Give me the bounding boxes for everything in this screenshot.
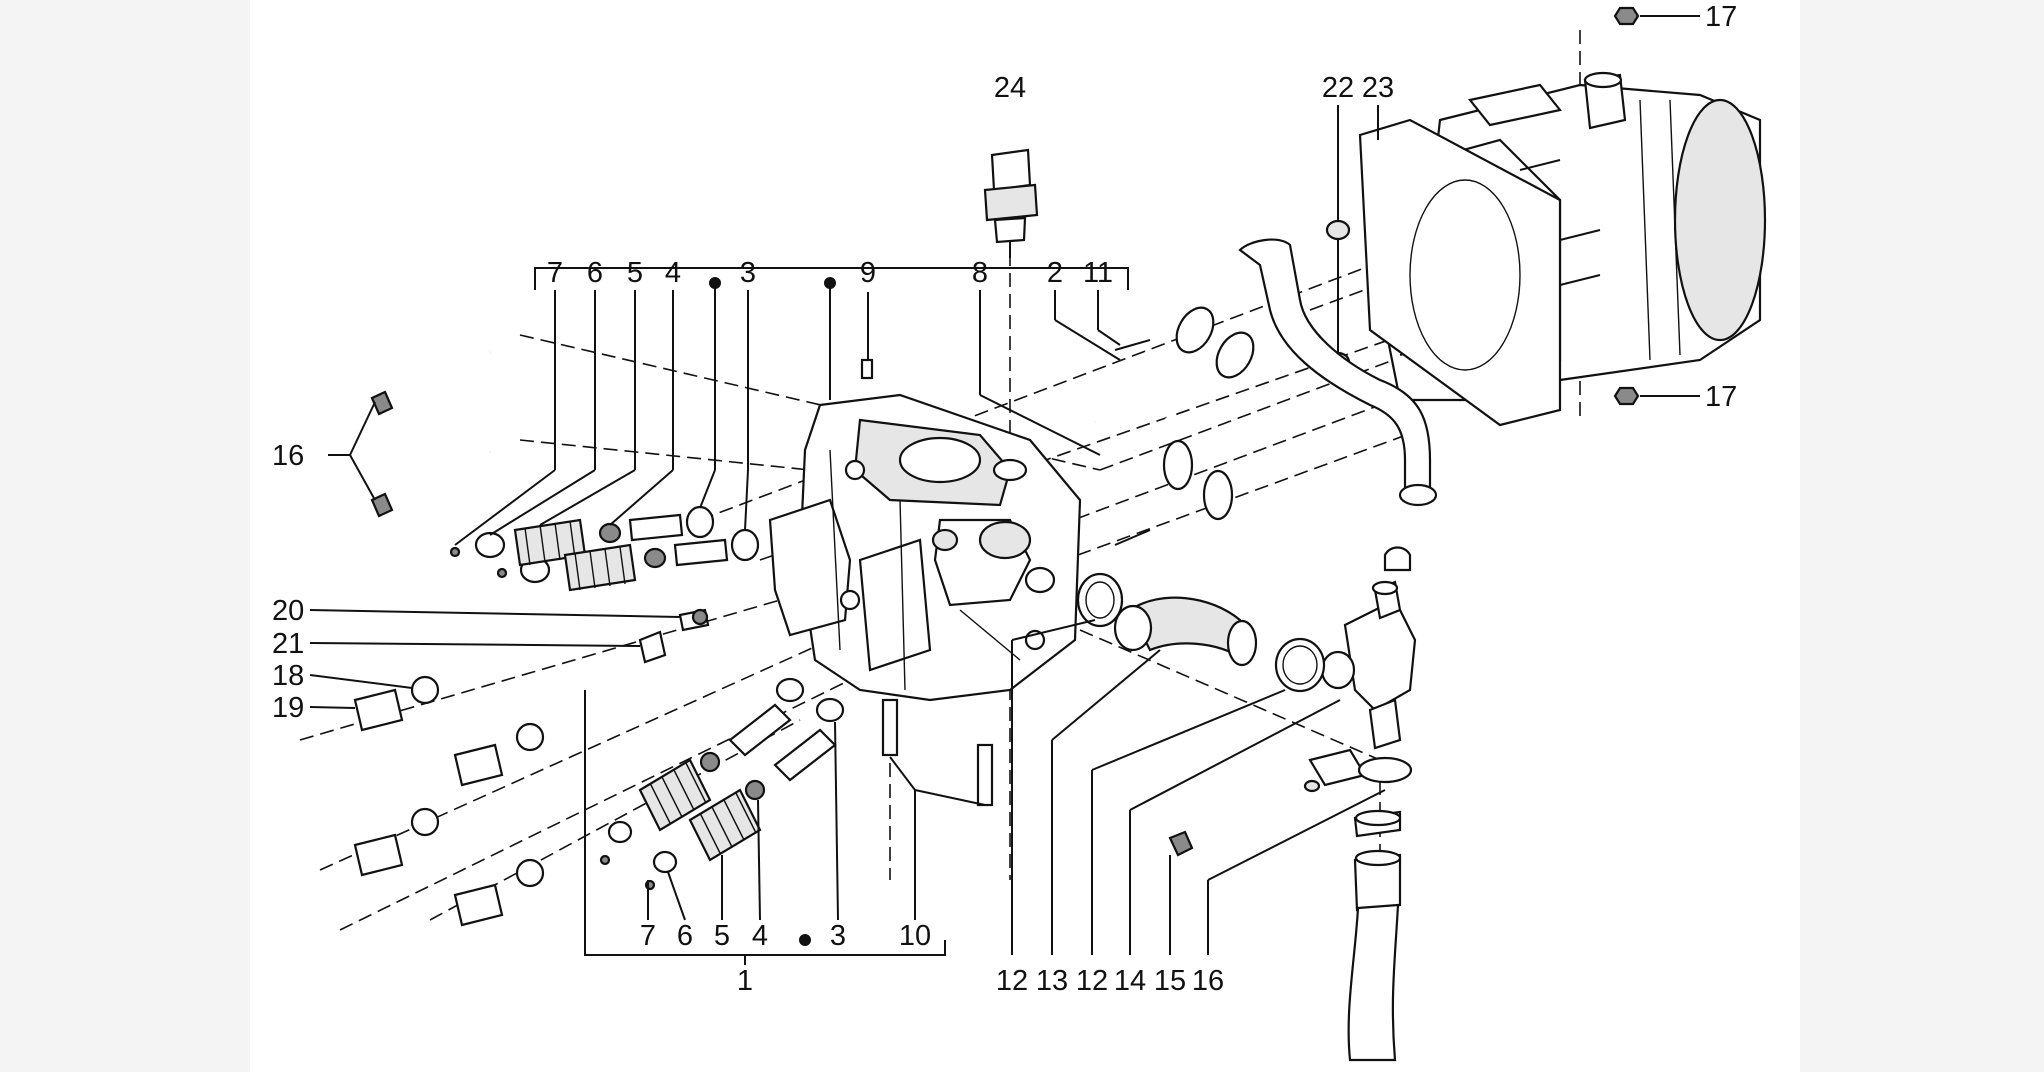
temperature-sensor	[983, 148, 1039, 258]
head-gasket	[1358, 118, 1562, 427]
right-margin-band	[1800, 0, 2044, 1072]
cylinder-head	[768, 358, 1082, 702]
left-margin-band	[0, 0, 250, 1072]
valves	[1069, 306, 1255, 546]
thermostat-housing	[1308, 580, 1417, 1062]
callout-9: 9	[860, 257, 876, 289]
callout-2: 2	[1047, 257, 1063, 289]
callout-23: 23	[1362, 72, 1394, 104]
coolant-hose	[1238, 238, 1438, 572]
callout-14: 14	[1114, 965, 1146, 997]
callout-3-top: 3	[740, 257, 756, 289]
plugs	[638, 608, 710, 664]
lower-valve-train	[599, 677, 845, 891]
callout-16-right: 16	[1192, 965, 1224, 997]
callout-11: 11	[1083, 257, 1113, 289]
callout-19: 19	[272, 692, 304, 724]
callout-1: 1	[737, 965, 753, 997]
callout-4-top: 4	[665, 257, 681, 289]
callout-5-top: 5	[627, 257, 643, 289]
spacer-bushings	[353, 675, 545, 927]
head-studs	[370, 349, 492, 518]
upper-valve-train	[449, 505, 760, 592]
callout-17-top: 17	[1705, 1, 1737, 33]
callout-20: 20	[272, 595, 304, 627]
head-dowels	[881, 698, 994, 807]
callout-17-bottom: 17	[1705, 381, 1737, 413]
callout-labels: 24 7 6 5 4 3 9 8 2 11 22 23 17 17 16 20 …	[272, 1, 1737, 997]
callout-13: 13	[1036, 965, 1068, 997]
callout-3-bottom: 3	[830, 920, 846, 952]
callout-6-bottom: 6	[677, 920, 693, 952]
callout-5-bottom: 5	[714, 920, 730, 952]
intake-elbow	[1076, 572, 1326, 693]
callout-12-a: 12	[996, 965, 1028, 997]
callout-6-top: 6	[587, 257, 603, 289]
callout-7-bottom: 7	[640, 920, 656, 952]
leader-lines	[309, 15, 1700, 965]
callout-10: 10	[899, 920, 931, 952]
callout-24: 24	[994, 72, 1026, 104]
callout-12-b: 12	[1076, 965, 1108, 997]
callout-22: 22	[1322, 72, 1354, 104]
callout-4-bottom: 4	[752, 920, 768, 952]
callout-21: 21	[272, 628, 304, 660]
callout-15: 15	[1154, 965, 1186, 997]
callout-7-top: 7	[547, 257, 563, 289]
nuts	[1613, 6, 1640, 406]
thermostat-bolt	[1168, 779, 1321, 857]
reference-dots	[709, 277, 836, 946]
callout-16-left: 16	[272, 440, 304, 472]
callout-18: 18	[272, 660, 304, 692]
callout-8: 8	[972, 257, 988, 289]
